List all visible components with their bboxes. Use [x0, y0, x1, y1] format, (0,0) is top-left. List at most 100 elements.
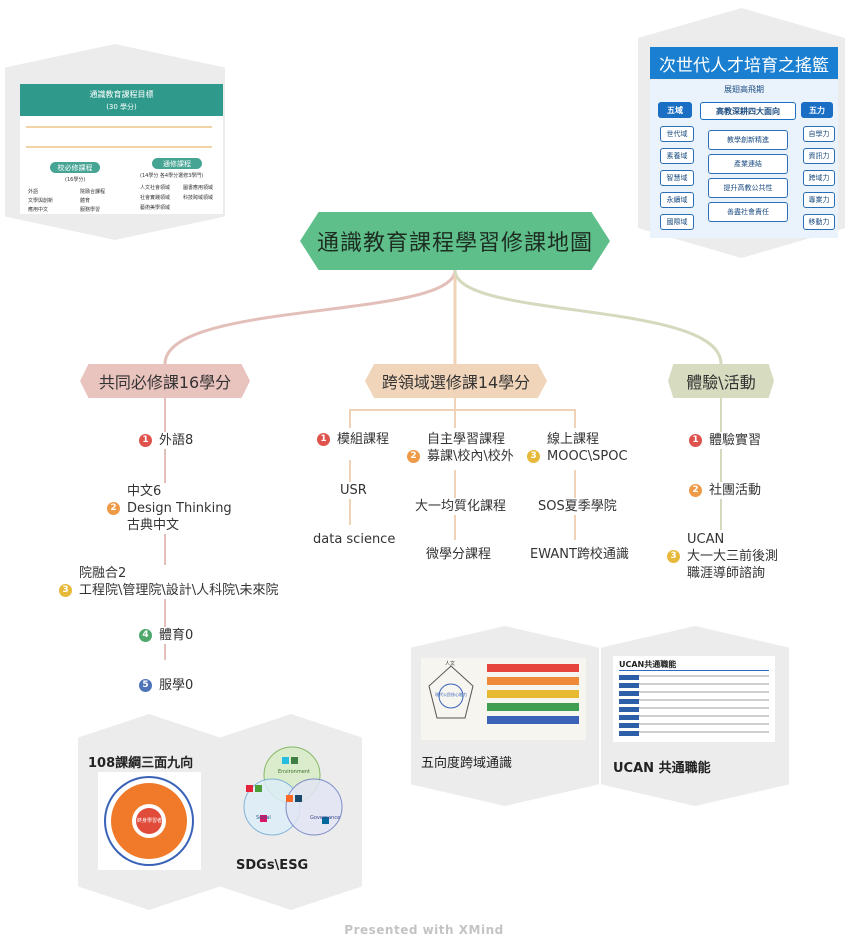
poster-power-2: 資訊力	[803, 148, 835, 164]
fivedir-diagram-title: 人文	[445, 661, 456, 667]
sdgs-circle-governance: Governance	[310, 815, 341, 821]
chinese-line-2: Design Thinking	[127, 501, 232, 516]
sdgs-card-label: SDGs\ESG	[236, 858, 309, 873]
elective-ewant[interactable]: EWANT跨校通識	[527, 546, 632, 563]
xmind-footer: Presented with XMind	[344, 923, 504, 937]
pe-label: 體育0	[159, 628, 194, 643]
ucan-card-label: UCAN 共通職能	[613, 761, 711, 776]
number-badge-3: 3	[667, 550, 680, 563]
poster-power-5: 移動力	[803, 214, 835, 230]
poster-title: 次世代人才培育之搖籃	[650, 47, 838, 79]
number-badge-2: 2	[107, 502, 120, 515]
poster-domain-1: 世代域	[660, 126, 694, 142]
poster-subtitle: 展翅高飛期	[724, 85, 764, 94]
fivedir-card-label: 五向度跨域通識	[421, 756, 513, 771]
number-badge-1: 1	[317, 433, 330, 446]
poster-domain-4: 永續域	[660, 192, 694, 208]
goal-right-row-1: 人文社會領域	[140, 185, 171, 191]
number-badge-1: 1	[689, 434, 702, 447]
elective-online[interactable]: 線上課程 3 MOOC\SPOC	[524, 431, 631, 465]
number-badge-3: 3	[527, 450, 540, 463]
central-topic[interactable]: 通識教育課程學習修課地圖	[300, 212, 610, 270]
experience-ucan[interactable]: UCAN 3 大一大三前後測 職涯導師諮詢	[664, 531, 782, 582]
elective-sos[interactable]: SOS夏季學院	[535, 498, 620, 515]
number-badge-2: 2	[689, 484, 702, 497]
branch-experience[interactable]: 體驗\活動	[668, 364, 774, 398]
goal-left-pill: 校必修課程	[50, 162, 100, 173]
sdgs-circle-environment: Environment	[278, 769, 310, 775]
ucan-doc-rule	[619, 670, 769, 671]
elective-self-learning[interactable]: 自主學習課程 2 募課\校內\校外	[404, 431, 517, 465]
online-line-1: 線上課程	[547, 432, 600, 447]
college-line-1: 院融合2	[79, 566, 127, 581]
ucan-doc-title: UCAN共通職能	[619, 660, 677, 669]
goal-left-credits: (16學分)	[65, 177, 86, 183]
goal-right-credits: (14學分 各4學分選修3學門)	[140, 173, 204, 179]
curriculum-circle-svg	[104, 776, 194, 866]
college-line-2: 工程院\管理院\設計\人科院\未來院	[79, 583, 279, 598]
online-line-2: MOOC\SPOC	[547, 449, 628, 464]
number-badge-2: 2	[407, 450, 420, 463]
goal-left-row-1: 外語	[28, 189, 39, 195]
poster-aspect-2: 產業連結	[708, 154, 788, 174]
poster-left-head: 五域	[658, 102, 692, 118]
goal-right-row-2: 社會實踐領域	[140, 195, 171, 201]
elective-usr[interactable]: USR	[337, 482, 370, 499]
number-badge-3: 3	[59, 584, 72, 597]
goal-left-row-3: 應用中文	[28, 207, 49, 213]
ucan-line-1: UCAN	[687, 532, 725, 547]
curriculum-center-label: 終身學習者	[136, 818, 162, 824]
elective-module[interactable]: 1 模組課程	[314, 431, 393, 448]
service-label: 服學0	[159, 678, 194, 693]
goal-right-pill: 通修課程	[152, 158, 202, 169]
self-learning-line-1: 自主學習課程	[427, 432, 506, 447]
poster-domain-3: 智慧域	[660, 170, 694, 186]
elective-freshman[interactable]: 大一均質化課程	[412, 498, 510, 515]
number-badge-4: 4	[139, 629, 152, 642]
branch-required[interactable]: 共同必修課16學分	[80, 364, 250, 398]
required-item-service[interactable]: 5 服學0	[136, 677, 197, 694]
required-item-chinese[interactable]: 中文6 2 Design Thinking 古典中文	[104, 483, 235, 534]
poster-power-3: 跨域力	[803, 170, 835, 186]
goal-left-row-4: 院融合課程	[80, 189, 106, 195]
goal-left-row-2: 文學與創新	[28, 198, 54, 204]
required-item-pe[interactable]: 4 體育0	[136, 627, 197, 644]
goal-card-text-lines	[26, 126, 212, 148]
goal-right-row-3: 藝術美學領域	[140, 205, 171, 211]
self-learning-line-2: 募課\校內\校外	[427, 449, 514, 464]
required-item-college[interactable]: 院融合2 3 工程院\管理院\設計\人科院\未來院	[56, 565, 282, 599]
chinese-line-1: 中文6	[127, 484, 162, 499]
ucan-line-3: 職涯導師諮詢	[687, 566, 766, 581]
poster-power-4: 專業力	[803, 192, 835, 208]
elective-data-science[interactable]: data science	[310, 531, 399, 548]
branch-elective[interactable]: 跨領域選修課14學分	[365, 364, 547, 398]
required-item-foreign-lang[interactable]: 1 外語8	[136, 432, 197, 449]
curriculum-diagram: 終身學習者	[98, 772, 201, 870]
module-label: 模組課程	[337, 432, 390, 447]
ucan-line-2: 大一大三前後測	[687, 549, 779, 564]
ucan-doc-text-rows	[639, 675, 769, 739]
required-item-label: 外語8	[159, 433, 194, 448]
goal-card-title: 通識教育課程目標	[89, 90, 154, 99]
poster-aspect-3: 提升高教公共性	[708, 178, 788, 198]
goal-right-row-5: 科技跨域領域	[183, 195, 214, 201]
fivedir-diagram: 人文 現代公民核心能力	[421, 658, 586, 740]
poster-aspect-4: 善盡社會責任	[708, 202, 788, 222]
poster-domain-2: 素養域	[660, 148, 694, 164]
chinese-line-3: 古典中文	[127, 518, 180, 533]
sdgs-venn-svg	[243, 746, 343, 836]
number-badge-1: 1	[139, 434, 152, 447]
sdgs-circle-social: Social	[256, 815, 271, 821]
number-badge-5: 5	[139, 679, 152, 692]
elective-micro-credit[interactable]: 微學分課程	[423, 546, 495, 563]
poster-right-head: 五力	[801, 102, 833, 118]
sdgs-diagram: Environment Social Governance	[232, 745, 350, 841]
fivedir-center-label: 現代公民核心能力	[435, 692, 467, 697]
ucan-doc-rows	[619, 675, 639, 739]
ucan-doc: UCAN共通職能	[613, 656, 775, 742]
poster-power-1: 自學力	[803, 126, 835, 142]
goal-card-doc: 通識教育課程目標 (30 學分) 校必修課程 (16學分) 外語 文學與創新 應…	[20, 84, 223, 214]
goal-right-row-4: 圖書應用領域	[183, 185, 214, 191]
